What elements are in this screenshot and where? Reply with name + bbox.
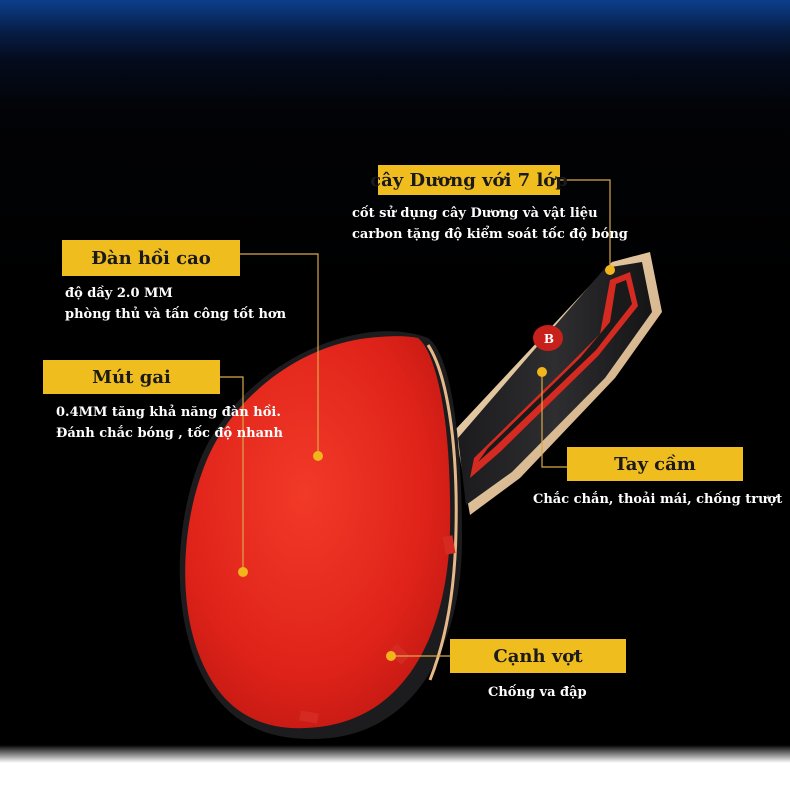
elastic-line-2: phòng thủ và tấn công tốt hơn	[65, 307, 287, 322]
paddle-rubber	[185, 336, 451, 729]
blade-description: cốt sử dụng cây Dương và vật liệu carbon…	[352, 203, 628, 245]
handle-tag: Tay cầm	[567, 447, 743, 481]
marker-dots	[238, 265, 615, 661]
handle-line-1: Chắc chắn, thoải mái, chống trượt	[533, 492, 783, 507]
handle-description: Chắc chắn, thoải mái, chống trượt	[533, 489, 782, 510]
blade-title: cây Dương với 7 lớp	[370, 169, 568, 191]
elastic-title: Đàn hồi cao	[91, 247, 211, 269]
edge-line-1: Chống va đập	[488, 685, 587, 700]
elastic-line-1: độ dầy 2.0 MM	[65, 286, 173, 301]
pimples-title: Mút gai	[92, 366, 171, 388]
pimples-line-2: Đánh chắc bóng , tốc độ nhanh	[56, 426, 283, 441]
elastic-tag: Đàn hồi cao	[62, 240, 240, 276]
edge-tape-logos	[299, 535, 456, 724]
edge-tag: Cạnh vợt	[450, 639, 626, 673]
blade-tag: cây Dương với 7 lớp	[370, 165, 568, 195]
blade-line-2: carbon tặng độ kiểm soát tốc độ bóng	[352, 227, 628, 242]
blade-line-1: cốt sử dụng cây Dương và vật liệu	[352, 206, 598, 221]
edge-title: Cạnh vợt	[493, 645, 583, 667]
handle-logo: B	[544, 332, 554, 346]
pimples-description: 0.4MM tăng khả năng đàn hồi. Đánh chắc b…	[56, 402, 283, 444]
edge-description: Chống va đập	[488, 682, 587, 703]
pimples-line-1: 0.4MM tăng khả năng đàn hồi.	[56, 405, 281, 420]
elastic-description: độ dầy 2.0 MM phòng thủ và tấn công tốt …	[65, 283, 286, 325]
leader-lines	[220, 179, 611, 657]
paddle-handle: B	[455, 252, 662, 515]
handle-title: Tay cầm	[614, 453, 696, 475]
pimples-tag: Mút gai	[43, 360, 220, 394]
